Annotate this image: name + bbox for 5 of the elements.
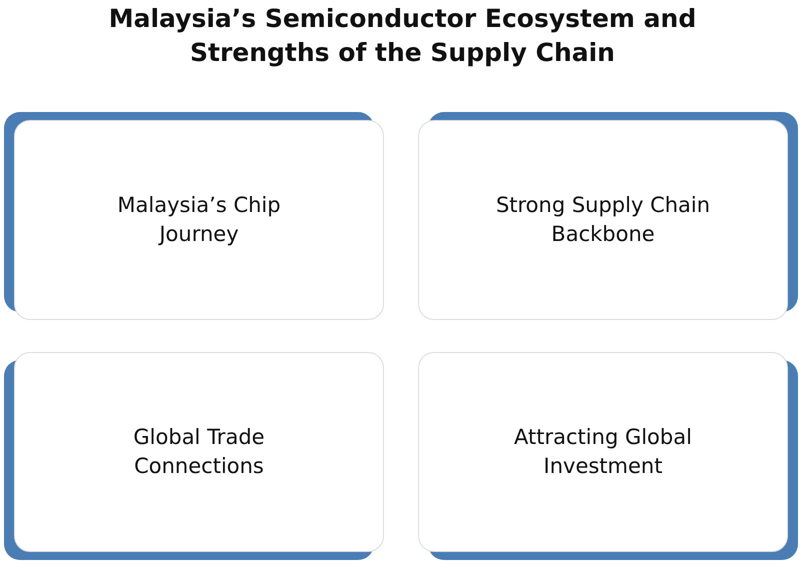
card-heading: Strong Supply Chain Backbone: [494, 192, 712, 248]
card-heading: Malaysia’s Chip Journey: [116, 192, 282, 248]
card-heading: Global Trade Connections: [132, 424, 266, 480]
title: Malaysia’s Semiconductor Ecosystem and Strengths of the Supply Chain: [108, 3, 698, 69]
card-heading: Attracting Global Investment: [513, 424, 693, 480]
